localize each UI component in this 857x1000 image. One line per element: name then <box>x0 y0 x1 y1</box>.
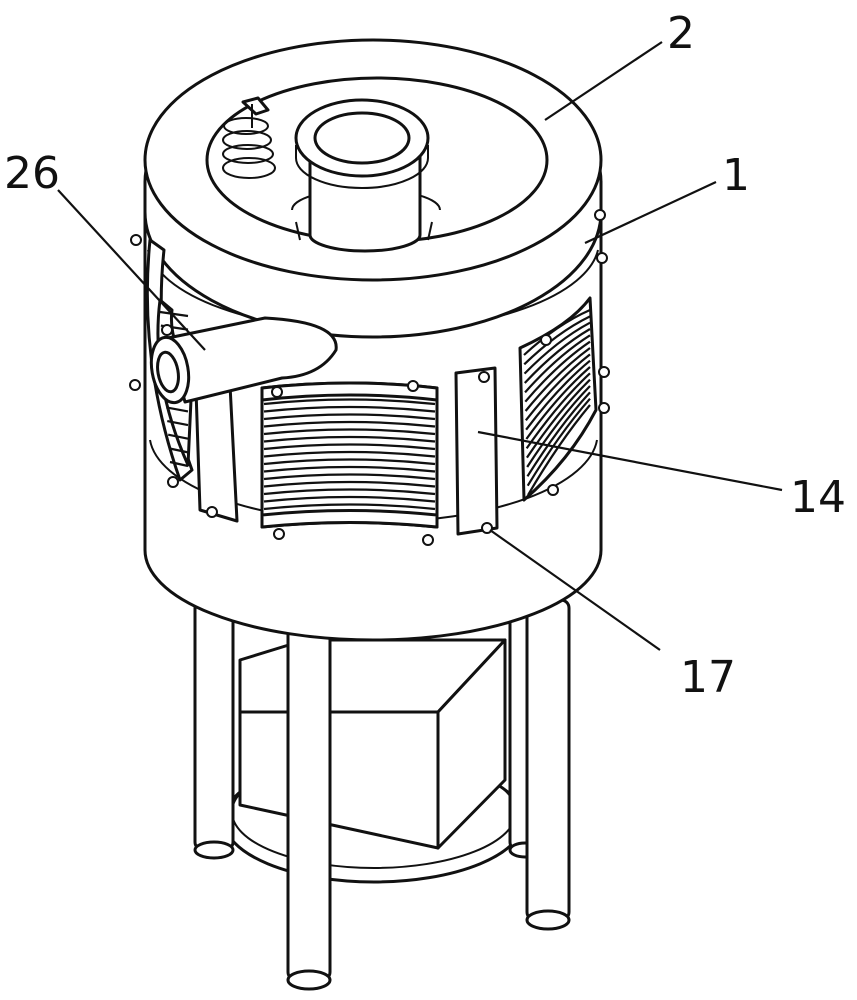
callout-1: 1 <box>722 150 750 201</box>
leg-front-right <box>525 598 571 931</box>
center-slat <box>263 458 436 466</box>
left-slat <box>167 433 189 440</box>
center-slat <box>263 473 436 481</box>
left-slat <box>159 310 189 318</box>
left-slat <box>169 460 189 468</box>
right-slat <box>526 385 591 468</box>
left-slat <box>166 406 189 413</box>
right-slat <box>526 397 591 487</box>
right-slat <box>524 347 591 412</box>
right-slat <box>526 378 591 459</box>
callout-14: 14 <box>790 472 846 523</box>
center-slat <box>263 428 436 436</box>
right-slat <box>526 391 591 477</box>
center-slat <box>263 480 436 488</box>
inlet-pipe <box>149 316 338 405</box>
center-slat <box>263 450 436 458</box>
center-slat <box>263 465 436 473</box>
right-slat <box>523 321 591 375</box>
right-slat <box>524 340 591 403</box>
right-slat <box>523 308 591 356</box>
center-slat <box>263 420 436 428</box>
spring-assembly <box>222 96 276 179</box>
right-slat <box>527 404 591 496</box>
right-slat <box>523 328 591 384</box>
center-slat <box>263 398 436 406</box>
strip-plate-right <box>454 366 499 536</box>
center-slat <box>263 495 436 503</box>
leg-back-left <box>193 598 235 860</box>
right-slat <box>524 334 591 394</box>
leader-17 <box>489 529 661 651</box>
center-slat <box>263 488 436 496</box>
grille-right <box>518 209 610 502</box>
center-slat <box>263 413 436 421</box>
leader-14 <box>477 430 783 492</box>
center-slat <box>263 405 436 413</box>
right-slat <box>525 353 591 422</box>
callout-17: 17 <box>680 652 736 703</box>
leader-2 <box>544 41 663 121</box>
support-stand <box>193 598 571 991</box>
right-slat <box>525 359 591 431</box>
callout-labels: 2 1 26 14 17 <box>4 8 846 703</box>
leader-1 <box>584 181 717 244</box>
grille-center <box>260 380 439 546</box>
center-slat <box>263 443 436 451</box>
right-slat <box>525 372 591 449</box>
left-slat <box>167 420 189 427</box>
leader-26 <box>57 189 206 351</box>
strip-plate-left <box>194 383 239 523</box>
right-slat <box>523 315 591 366</box>
callout-26: 26 <box>4 148 60 199</box>
right-slat <box>525 366 591 440</box>
left-slat <box>168 447 189 454</box>
center-slat <box>263 503 436 511</box>
leg-front-left <box>286 598 332 991</box>
leader-lines <box>57 41 783 651</box>
center-slat <box>263 435 436 443</box>
outlet-tube <box>294 98 430 253</box>
callout-2: 2 <box>667 8 695 59</box>
